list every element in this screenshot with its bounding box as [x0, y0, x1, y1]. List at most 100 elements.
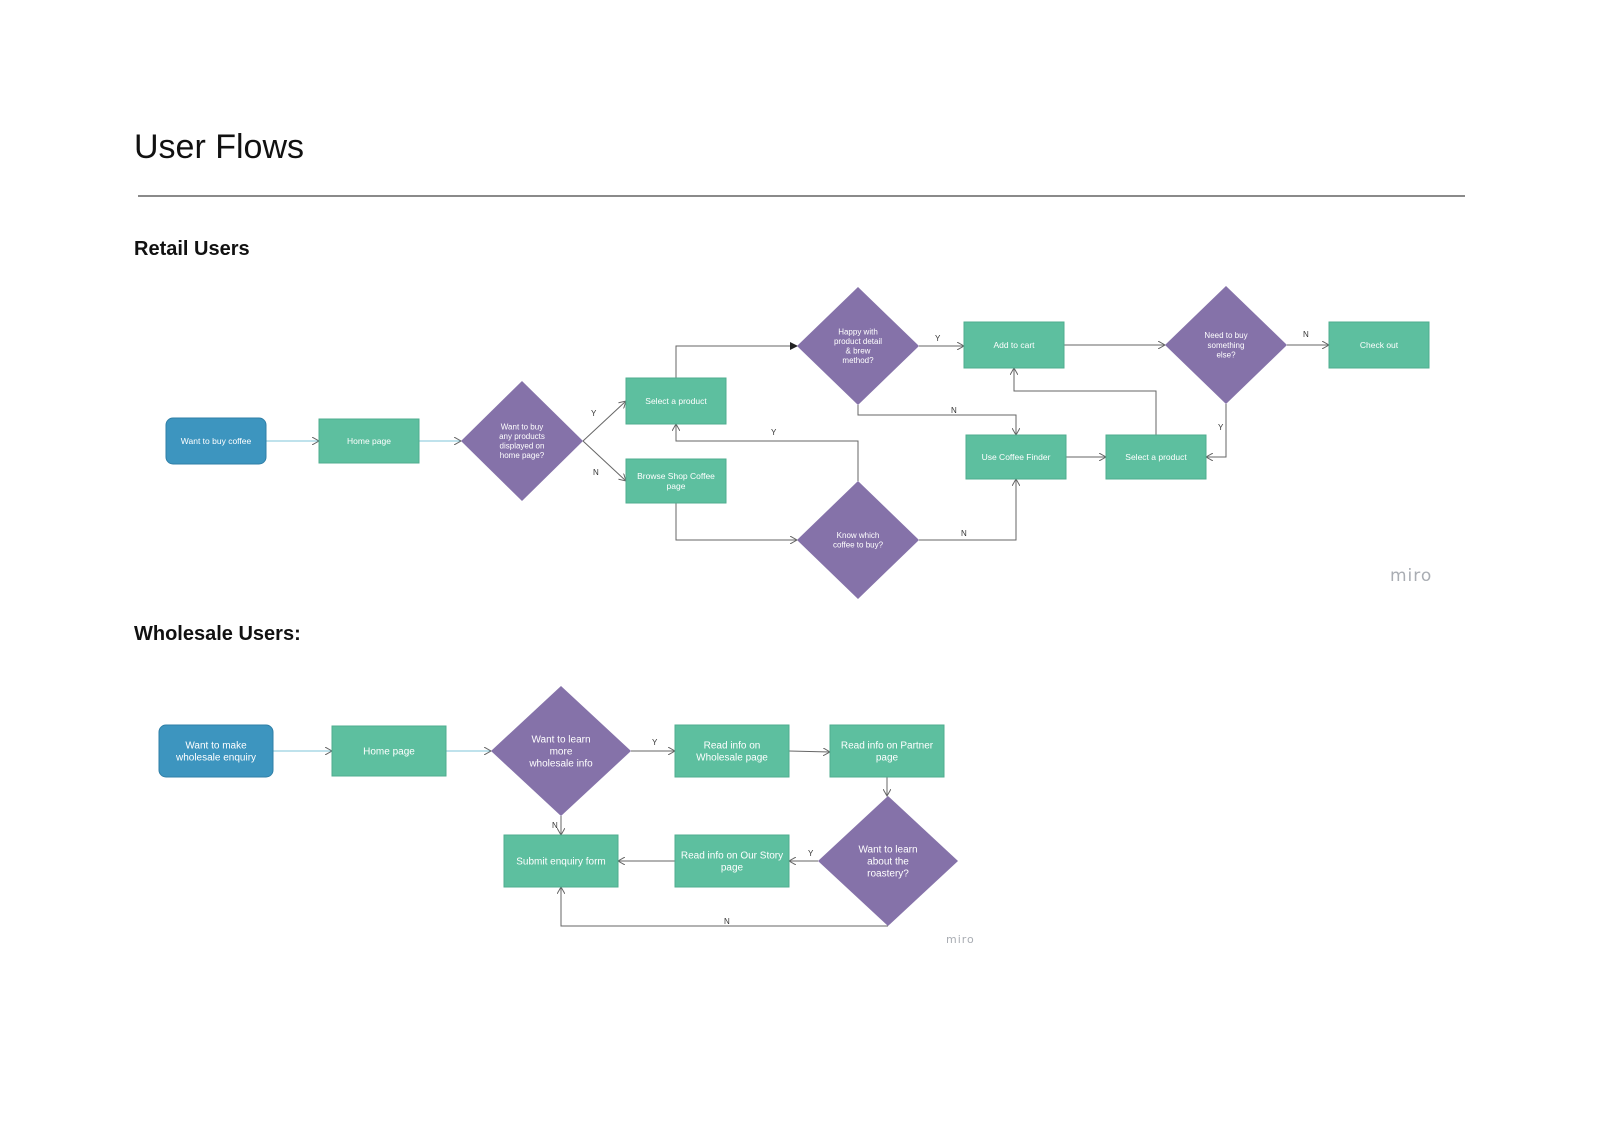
node-label-line: coffee to buy? [833, 541, 884, 550]
node-label-line: Want to learn [531, 735, 590, 746]
decision-diamond [797, 481, 919, 599]
process-box [625, 458, 727, 504]
process-box [318, 418, 420, 464]
edge-label-n: N [961, 529, 967, 538]
node-w-home: Home page [331, 725, 447, 777]
decision-diamond [461, 381, 583, 501]
edge-label-y: Y [771, 428, 777, 437]
process-box [829, 724, 945, 778]
process-box [963, 321, 1065, 369]
node-label-line: Know which [837, 531, 880, 540]
node-r-select1: Select a product [625, 377, 727, 425]
node-label-line: something [1208, 341, 1245, 350]
decision-diamond [1165, 286, 1287, 404]
node-r-select2: Select a product [1105, 434, 1207, 480]
edge-label-y: Y [652, 738, 658, 747]
flow-connector [919, 479, 1016, 541]
node-label-line: home page? [500, 451, 545, 460]
node-label-line: Select a product [1125, 452, 1187, 462]
process-box [503, 834, 619, 888]
node-label-line: roastery? [867, 869, 909, 880]
flow-connector [582, 401, 626, 442]
node-r-finder: Use Coffee Finder [965, 434, 1067, 480]
flow-connector [561, 887, 888, 927]
edge-label-y: Y [591, 409, 597, 418]
node-label-line: Home page [347, 436, 391, 446]
flow-connector [675, 342, 798, 378]
node-label-line: Happy with [838, 327, 878, 336]
node-label-line: Use Coffee Finder [982, 452, 1051, 462]
edge-label-n: N [724, 917, 730, 926]
node-label-line: about the [867, 857, 909, 868]
process-box [331, 725, 447, 777]
miro-watermark: miro [1390, 566, 1432, 586]
node-label-line: Select a product [645, 396, 707, 406]
node-label-line: displayed on [500, 442, 545, 451]
node-label-line: & brew [846, 347, 871, 356]
node-label-line: Wholesale page [696, 753, 768, 764]
node-r-checkout: Check out [1328, 321, 1430, 369]
node-label-line: Add to cart [993, 340, 1035, 350]
edge-label-n: N [552, 821, 558, 830]
node-label-line: Browse Shop Coffee [637, 471, 715, 481]
title-divider [138, 195, 1465, 197]
edge-label-n: N [1303, 330, 1309, 339]
node-label-line: product detail [834, 337, 882, 346]
node-r-start: Want to buy coffee [165, 417, 267, 465]
node-w-submit: Submit enquiry form [503, 834, 619, 888]
node-label-line: Read info on Partner [841, 741, 934, 752]
flow-connector [857, 405, 1016, 435]
decision-diamond [818, 796, 958, 926]
node-label-line: Want to buy [501, 422, 543, 431]
node-r-cart: Add to cart [963, 321, 1065, 369]
node-label-line: wholesale enquiry [175, 753, 256, 764]
edge-label-n: N [951, 406, 957, 415]
process-box [674, 834, 790, 888]
node-label-line: Submit enquiry form [516, 857, 605, 868]
edge-label-n: N [593, 468, 599, 477]
node-label-line: wholesale info [528, 759, 593, 770]
process-box [965, 434, 1067, 480]
flow-connector [676, 424, 859, 481]
node-label-line: Need to buy [1204, 331, 1247, 340]
node-label-line: more [550, 747, 573, 758]
edge-label-y: Y [1218, 423, 1224, 432]
miro-watermark-small: miro [946, 933, 975, 946]
flow-connector [675, 503, 797, 540]
retail-users-heading: Retail Users [134, 238, 250, 260]
edge-label-y: Y [808, 849, 814, 858]
node-r-home: Home page [318, 418, 420, 464]
flow-connector [1206, 404, 1227, 457]
node-label-line: Want to learn [858, 845, 917, 856]
process-box [674, 724, 790, 778]
node-label-line: method? [842, 356, 874, 365]
node-label-line: Want to make [185, 741, 247, 752]
flow-connectors [266, 342, 1329, 927]
flow-connector [788, 751, 830, 752]
node-label-line: Read info on Our Story [681, 851, 783, 862]
flow-connector [582, 440, 626, 481]
wholesale-users-heading: Wholesale Users: [134, 623, 301, 645]
page-title: User Flows [134, 128, 305, 166]
node-label-line: else? [1216, 350, 1236, 359]
node-label-line: any products [499, 432, 545, 441]
start-terminal [158, 724, 274, 778]
node-label-line: Read info on [704, 741, 761, 752]
node-label-line: page [667, 481, 686, 491]
node-label-line: page [876, 753, 899, 764]
process-box [1328, 321, 1430, 369]
